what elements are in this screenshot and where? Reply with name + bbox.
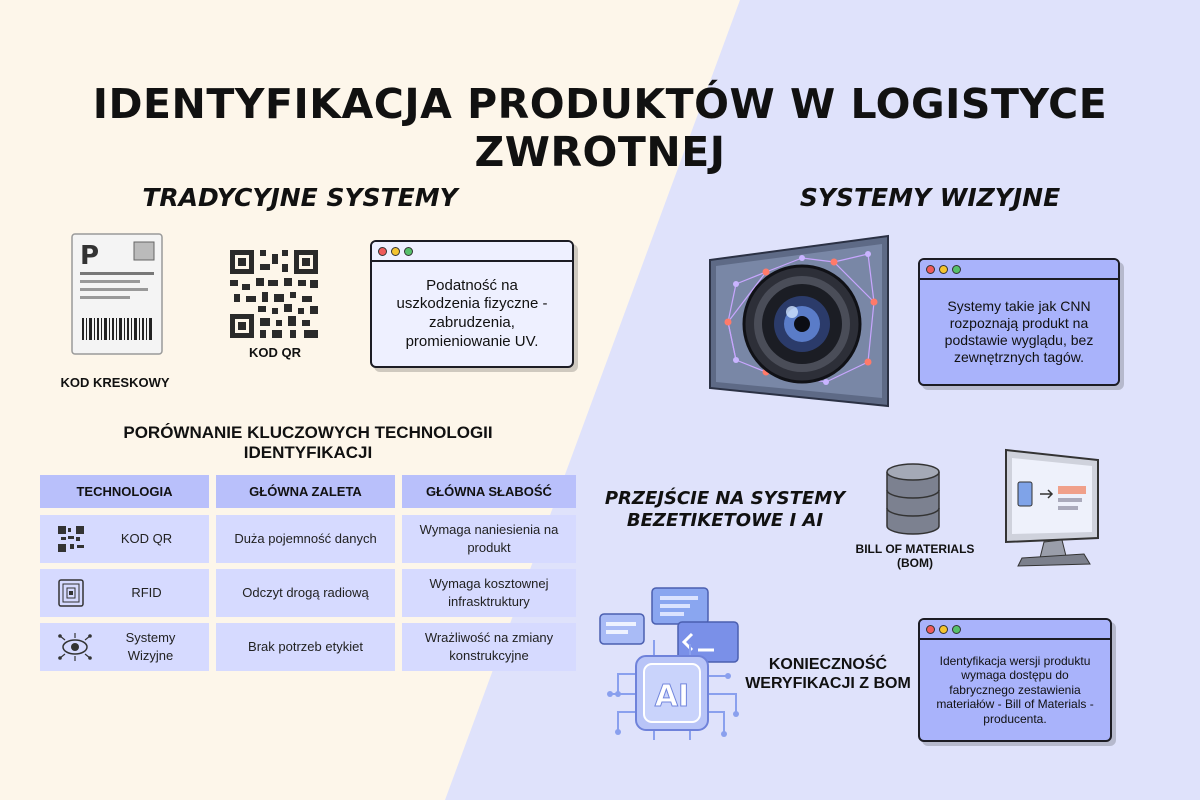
window-titlebar xyxy=(920,620,1110,640)
verify-title-line1: KONIECZNOŚĆ xyxy=(768,656,888,673)
table-row: Systemy Wizyjne xyxy=(40,623,209,671)
table-row: RFID xyxy=(40,569,209,617)
vulnerability-note-window: Podatność na uszkodzenia fizyczne - zabr… xyxy=(370,240,574,368)
database-icon xyxy=(886,463,940,535)
bom-verification-title: KONIECZNOŚĆ WERYFIKACJI Z BOM xyxy=(740,655,916,693)
verify-title-line2: WERYFIKACJI Z BOM xyxy=(745,675,911,693)
vision-systems-title: SYSTEMY WIZYJNE xyxy=(799,183,1061,212)
table-title: PORÓWNANIE KLUCZOWYCH TECHNOLOGII IDENTY… xyxy=(40,423,576,464)
maximize-dot-icon xyxy=(952,624,961,634)
transition-title-line1: PRZEJŚCIE NA SYSTEMY xyxy=(604,488,846,509)
bom-note-text: Identyfikacja wersji produktu wymaga dos… xyxy=(936,654,1094,726)
close-dot-icon xyxy=(378,246,387,256)
bom-caption: BILL OF MATERIALS (BOM) xyxy=(850,542,980,571)
table-header-weakness: GŁÓWNA SŁABOŚĆ xyxy=(402,475,576,508)
table-cell-advantage: Brak potrzeb etykiet xyxy=(216,623,395,671)
transition-title-line2: BEZETIKETOWE I AI xyxy=(626,509,824,531)
traditional-systems-title: TRADYCYJNE SYSTEMY xyxy=(142,183,458,212)
window-titlebar xyxy=(372,242,572,262)
qr-code-icon xyxy=(230,250,318,338)
rfid-chip-icon xyxy=(58,579,84,607)
main-title: IDENTYFIKACJA PRODUKTÓW W LOGISTYCE ZWRO… xyxy=(92,80,1108,176)
bom-caption-line2: (BOM) xyxy=(897,556,933,571)
tech-name: Systemy Wizyjne xyxy=(125,629,176,663)
ai-label: AI xyxy=(655,679,689,714)
table-cell-weakness: Wrażliwość na zmiany konstrukcyjne xyxy=(402,623,576,671)
close-dot-icon xyxy=(926,264,935,274)
vision-note-window: Systemy takie jak CNN rozpoznają produkt… xyxy=(918,258,1120,386)
table-title-line2: IDENTYFIKACJI xyxy=(243,443,373,463)
transition-title: PRZEJŚCIE NA SYSTEMY BEZETIKETOWE I AI xyxy=(600,488,850,531)
close-dot-icon xyxy=(926,624,935,634)
table-header-advantage: GŁÓWNA ZALETA xyxy=(216,475,395,508)
qr-caption: KOD QR xyxy=(249,345,301,360)
table-cell-weakness: Wymaga kosztownej infrasktruktury xyxy=(402,569,576,617)
shipping-label-icon: P xyxy=(71,233,163,355)
bom-caption-line1: BILL OF MATERIALS xyxy=(855,542,975,556)
minimize-dot-icon xyxy=(391,246,400,256)
table-cell-advantage: Odczyt drogą radiową xyxy=(216,569,395,617)
tech-name: RFID xyxy=(131,584,162,600)
maximize-dot-icon xyxy=(952,264,961,274)
table-title-line1: PORÓWNANIE KLUCZOWYCH TECHNOLOGII xyxy=(123,423,493,442)
minimize-dot-icon xyxy=(939,624,948,634)
table-row: KOD QR xyxy=(40,515,209,563)
label-letter: P xyxy=(80,241,99,271)
qr-code-icon xyxy=(58,526,84,552)
ai-chip-icon: AI xyxy=(599,587,739,740)
minimize-dot-icon xyxy=(939,264,948,274)
barcode-caption: KOD KRESKOWY xyxy=(60,375,170,390)
bom-note-window: Identyfikacja wersji produktu wymaga dos… xyxy=(918,618,1112,742)
table-header-technology: TECHNOLOGIA xyxy=(40,475,209,508)
table-cell-advantage: Duża pojemność danych xyxy=(216,515,395,563)
vulnerability-note-text: Podatność na uszkodzenia fizyczne - zabr… xyxy=(396,276,548,350)
table-cell-weakness: Wymaga naniesienia na produkt xyxy=(402,515,576,563)
monitor-icon xyxy=(1005,448,1099,567)
camera-lens-icon xyxy=(709,234,889,408)
vision-eye-icon xyxy=(58,633,92,661)
tech-name: KOD QR xyxy=(120,530,173,546)
window-titlebar xyxy=(920,260,1118,280)
maximize-dot-icon xyxy=(404,246,413,256)
vision-note-text: Systemy takie jak CNN rozpoznają produkt… xyxy=(944,298,1094,365)
